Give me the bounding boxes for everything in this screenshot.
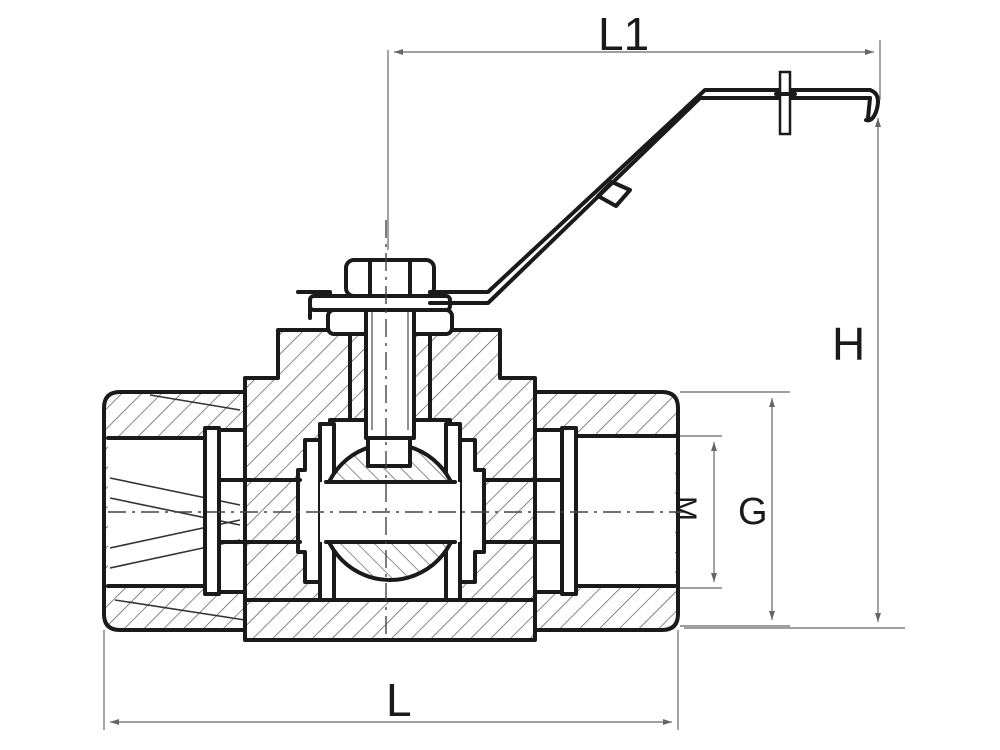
dimension-m: M [669, 435, 722, 589]
dimension-g: G [680, 391, 790, 627]
dimension-h: H [684, 118, 905, 629]
dimension-h-label: H [832, 318, 865, 370]
left-end-cap [102, 390, 247, 632]
dimension-l1-label: L1 [598, 8, 649, 60]
dimension-l: L [103, 630, 679, 730]
dimension-g-label: G [738, 491, 768, 533]
dimension-m-label: M [669, 496, 702, 521]
stem-assembly [296, 258, 454, 440]
ball [320, 434, 460, 582]
dimension-l-label: L [386, 674, 412, 726]
handle [428, 70, 880, 305]
right-end-cap [533, 390, 680, 632]
dimension-l1: L1 [394, 8, 881, 100]
